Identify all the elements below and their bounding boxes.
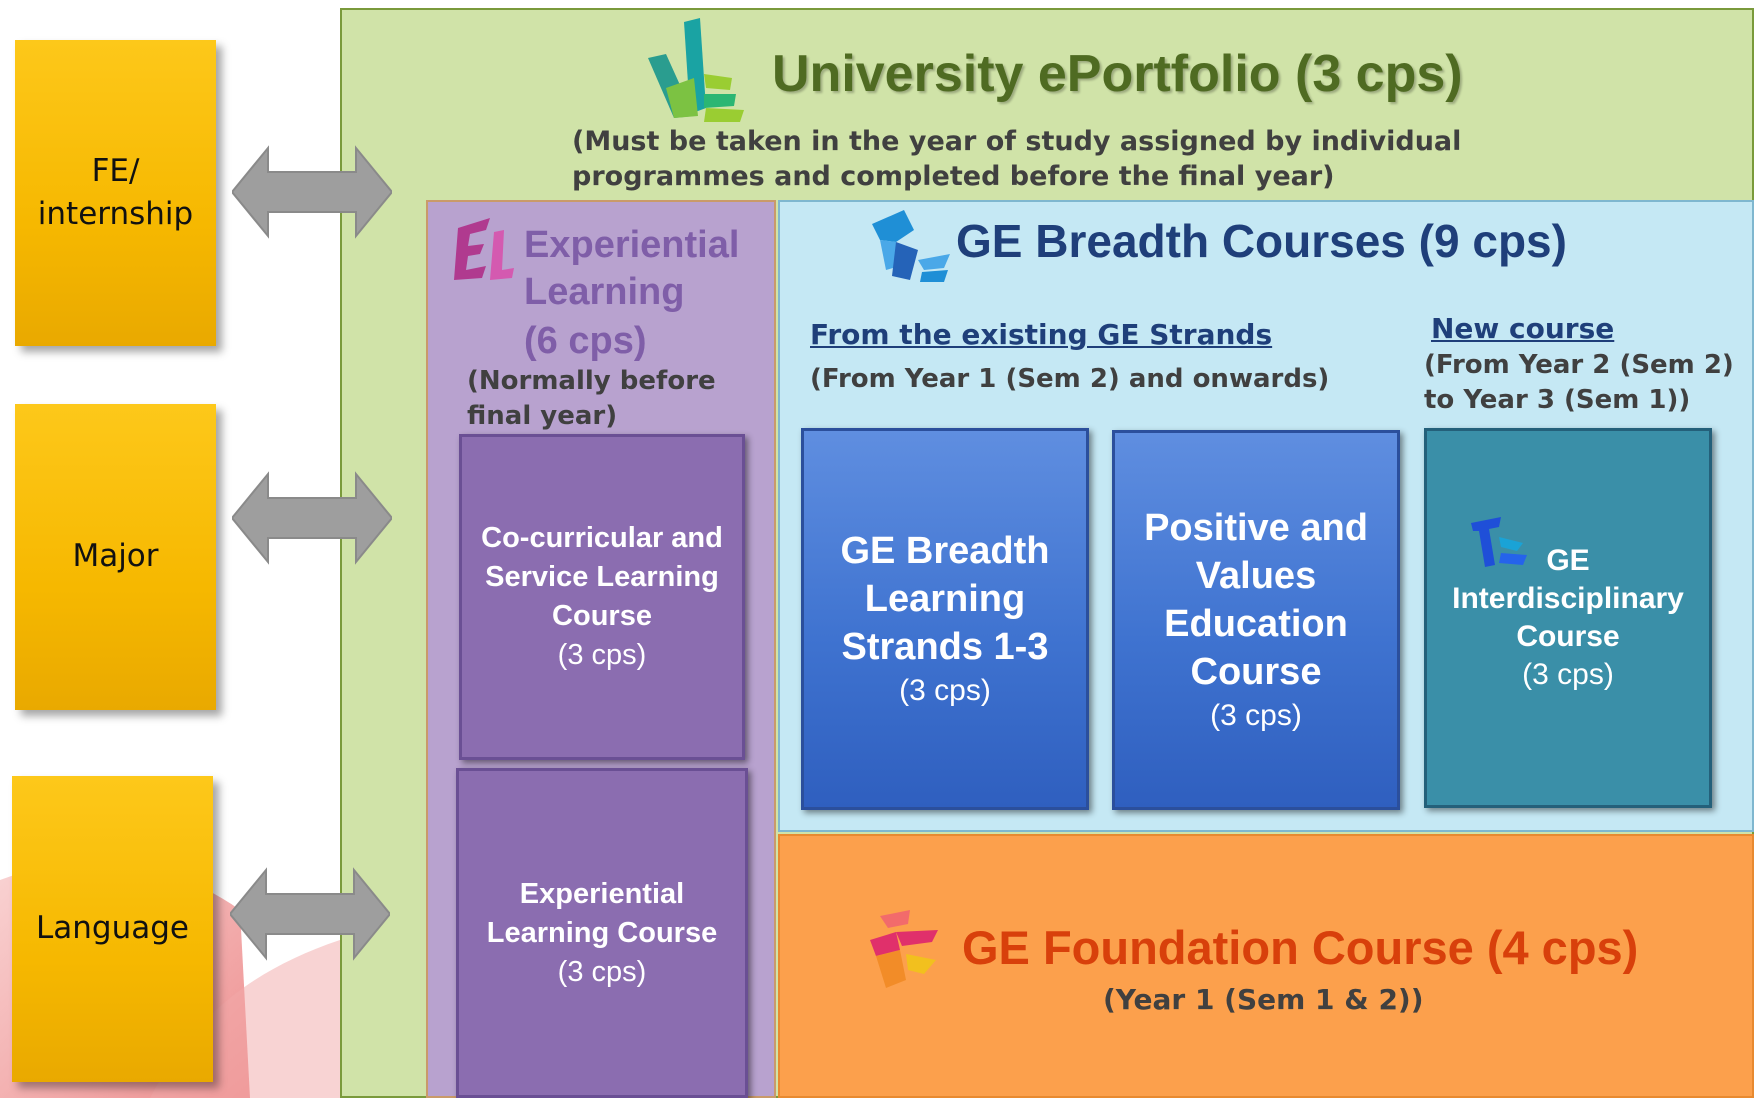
ge-breadth-title: GE Breadth Courses (9 cps) xyxy=(956,215,1567,267)
course-cps: (3 cps) xyxy=(899,674,991,707)
course-cps: (3 cps) xyxy=(557,639,647,671)
language-box: Language xyxy=(12,776,213,1082)
course-title: Experiential Learning Course xyxy=(486,877,718,949)
co-curricular-course-box: Co-curricular and Service Learning Cours… xyxy=(459,434,745,760)
eportfolio-note: (Must be taken in the year of study assi… xyxy=(572,126,1462,192)
course-title: GE Breadth Learning Strands 1-3 xyxy=(840,530,1050,668)
ic-logo-icon xyxy=(1471,517,1527,567)
major-box: Major xyxy=(15,404,216,710)
experiential-learning-note: (Normally before final year) xyxy=(467,366,716,431)
ge-foundation-title: GE Foundation Course (4 cps) xyxy=(962,921,1639,974)
double-arrow-icon xyxy=(232,471,392,565)
experiential-learning-cps: (6 cps) xyxy=(524,320,647,362)
bc-logo-icon xyxy=(872,210,950,282)
course-title: Co-curricular and Service Learning Cours… xyxy=(481,522,723,632)
el-logo-icon xyxy=(454,218,514,280)
course-cps: (3 cps) xyxy=(1210,699,1302,732)
language-label: Language xyxy=(36,910,189,947)
double-arrow-icon xyxy=(232,145,392,239)
ge-breadth-strands-box: GE Breadth Learning Strands 1-3 (3 cps) xyxy=(801,428,1089,810)
ge-foundation-note: (Year 1 (Sem 1 & 2)) xyxy=(1103,983,1424,1016)
ge-foundation-panel xyxy=(778,834,1754,1098)
ge-interdisciplinary-course-box: GE Interdisciplinary Course (3 cps) xyxy=(1424,428,1712,808)
existing-strands-heading: From the existing GE Strands xyxy=(810,318,1273,351)
double-arrow-icon xyxy=(230,867,390,961)
course-title: Positive and Values Education Course xyxy=(1144,507,1368,693)
new-course-heading: New course xyxy=(1431,312,1615,345)
experiential-learning-course-box: Experiential Learning Course (3 cps) xyxy=(456,768,748,1098)
new-course-note: (From Year 2 (Sem 2) to Year 3 (Sem 1)) xyxy=(1424,350,1734,415)
fe-internship-box: FE/ internship xyxy=(15,40,216,346)
fe-internship-label: FE/ internship xyxy=(37,152,194,232)
fc-logo-icon xyxy=(870,910,938,988)
course-cps: (3 cps) xyxy=(1522,658,1614,691)
existing-strands-note: (From Year 1 (Sem 2) and onwards) xyxy=(810,364,1330,394)
positive-values-course-box: Positive and Values Education Course (3 … xyxy=(1112,430,1400,810)
course-cps: (3 cps) xyxy=(557,955,647,988)
course-title: GE Interdisciplinary Course xyxy=(1452,544,1684,653)
major-label: Major xyxy=(72,538,159,575)
ue-logo-icon xyxy=(648,18,744,122)
eportfolio-title: University ePortfolio (3 cps) xyxy=(772,45,1463,103)
experiential-learning-title: Experiential Learning xyxy=(524,224,740,313)
